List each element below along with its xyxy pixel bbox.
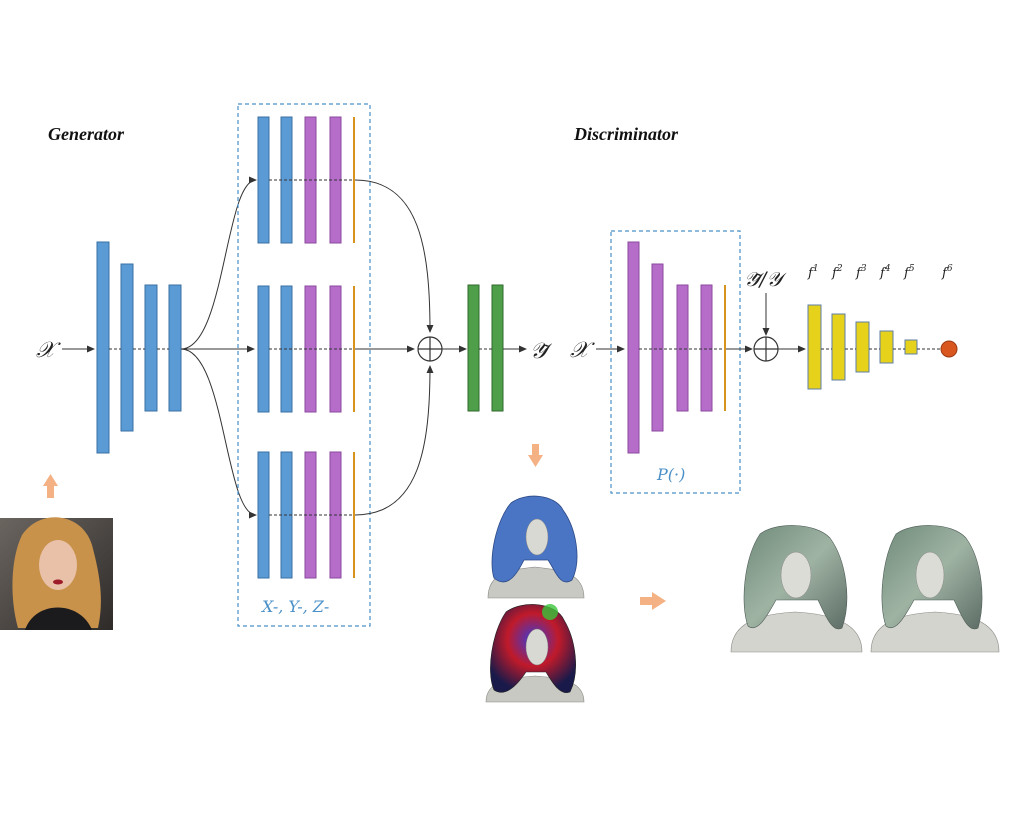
- generator-output-symbol: 𝒴̃: [530, 339, 553, 364]
- decoder-layer: [491, 284, 504, 412]
- branch-arrow-z: [180, 348, 257, 519]
- projection-layer: [651, 263, 664, 432]
- merge-arrow-x: [354, 179, 434, 333]
- input-up-arrow: [43, 474, 58, 498]
- discriminator-title: Discriminator: [573, 124, 679, 144]
- feature-block-f2: [831, 313, 846, 381]
- decoder-layer: [467, 284, 480, 412]
- feature-block-f4: [879, 330, 894, 364]
- feature-pyramid: [807, 304, 958, 390]
- branch-output-bar: [353, 286, 355, 412]
- feature-label: f2: [831, 264, 843, 281]
- generator-input-symbol: 𝒳: [36, 338, 61, 363]
- generator-sum-node: [417, 336, 443, 362]
- result-right-arrow: [640, 592, 666, 610]
- branch-arrow-x: [180, 176, 257, 350]
- encoder-layer-3: [144, 284, 158, 412]
- feature-label: f4: [879, 264, 891, 281]
- discriminator-input-symbol: 𝒳: [570, 338, 595, 363]
- feature-label: f3: [855, 264, 867, 281]
- feature-block-f5: [904, 339, 918, 355]
- projection-layer: [700, 284, 713, 412]
- encoder-layer-4: [168, 284, 182, 412]
- discriminator-sum-node: [753, 336, 779, 362]
- branch-z: [257, 451, 355, 579]
- branch-layer: [257, 116, 270, 244]
- branch-layer: [257, 451, 270, 579]
- generator-encoder: [96, 241, 182, 454]
- input-portrait-photo: [0, 517, 113, 630]
- feature-label: f1: [807, 264, 819, 281]
- projection-layer: [676, 284, 689, 412]
- branch-output-bar: [353, 117, 355, 243]
- projection-layer: [627, 241, 640, 454]
- rgb-hair-render: [485, 604, 585, 703]
- branch-layer: [257, 285, 270, 413]
- feature-labels: f1 f2 f3 f4 f5 f6: [807, 264, 953, 281]
- branch-y: [257, 285, 355, 413]
- feature-label: f5: [903, 264, 915, 281]
- branch-output-bar: [353, 452, 355, 578]
- projection-caption: P(·): [656, 465, 685, 484]
- blue-hair-render: [487, 495, 585, 599]
- discriminator-output-node: [940, 340, 958, 358]
- generator-title: Generator: [48, 124, 125, 144]
- projection-output-bar: [724, 285, 726, 411]
- merge-arrow-z: [354, 365, 434, 516]
- xyz-branch-group-box: [237, 103, 371, 627]
- generator-decoder: [467, 284, 504, 412]
- compare-symbol: 𝒴̃/𝒴: [744, 267, 787, 291]
- projection-group-box: [610, 230, 741, 494]
- branch-x: [257, 116, 355, 244]
- encoder-layer-2: [120, 263, 134, 432]
- projection-network: [627, 241, 726, 454]
- feature-label: f6: [941, 264, 953, 281]
- strand-hair-render-side: [870, 525, 1000, 653]
- xyz-group-caption: X-, Y-, Z-: [260, 597, 329, 616]
- output-down-arrow: [528, 444, 543, 467]
- feature-block-f3: [855, 321, 870, 373]
- encoder-layer-1: [96, 241, 110, 454]
- strand-hair-render-front: [730, 525, 863, 653]
- feature-block-f1: [807, 304, 822, 390]
